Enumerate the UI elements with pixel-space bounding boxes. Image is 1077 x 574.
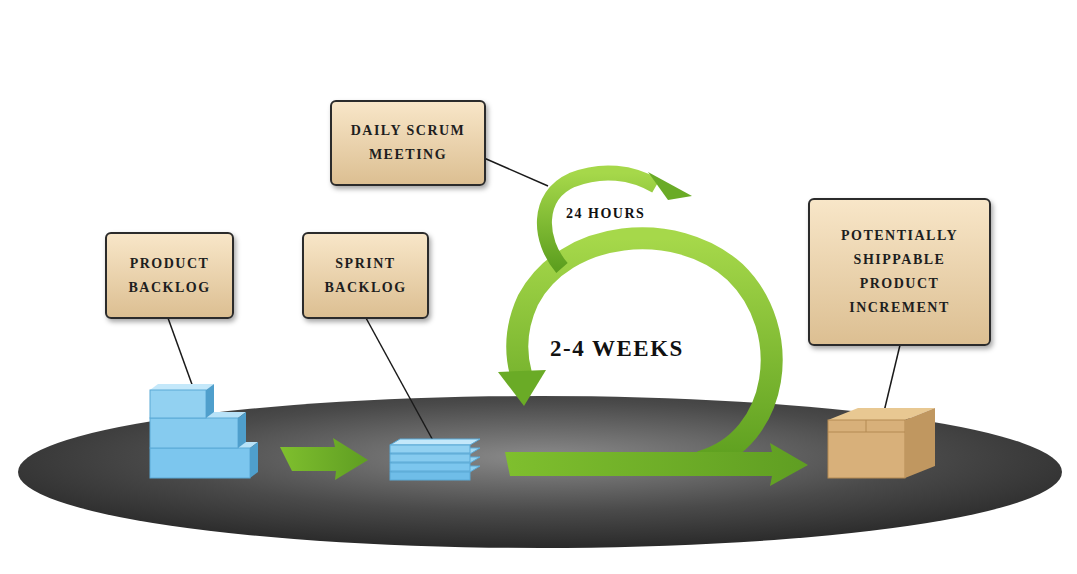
process-box: POTENTIALLY SHIPPABLE PRODUCT INCREMENT <box>808 198 991 346</box>
process-box: PRODUCT BACKLOG <box>105 232 234 319</box>
process-box: DAILY SCRUM MEETING <box>330 100 486 186</box>
sprint-loop <box>498 238 808 486</box>
process-box: SPRINT BACKLOG <box>302 232 429 319</box>
box-text: POTENTIALLY SHIPPABLE PRODUCT INCREMENT <box>820 224 979 320</box>
box-text: SPRINT BACKLOG <box>314 252 417 300</box>
duration-label: 2-4 WEEKS <box>548 336 686 362</box>
flow-arrow <box>280 438 368 480</box>
box-text: PRODUCT BACKLOG <box>117 252 222 300</box>
shippable-box <box>828 408 935 478</box>
box-text: DAILY SCRUM MEETING <box>342 119 474 167</box>
product-backlog-blocks <box>150 384 258 478</box>
sprint-backlog-slabs <box>390 439 480 480</box>
duration-label: 24 HOURS <box>564 206 647 222</box>
floor-ellipse <box>18 396 1062 548</box>
daily-loop <box>544 172 692 268</box>
